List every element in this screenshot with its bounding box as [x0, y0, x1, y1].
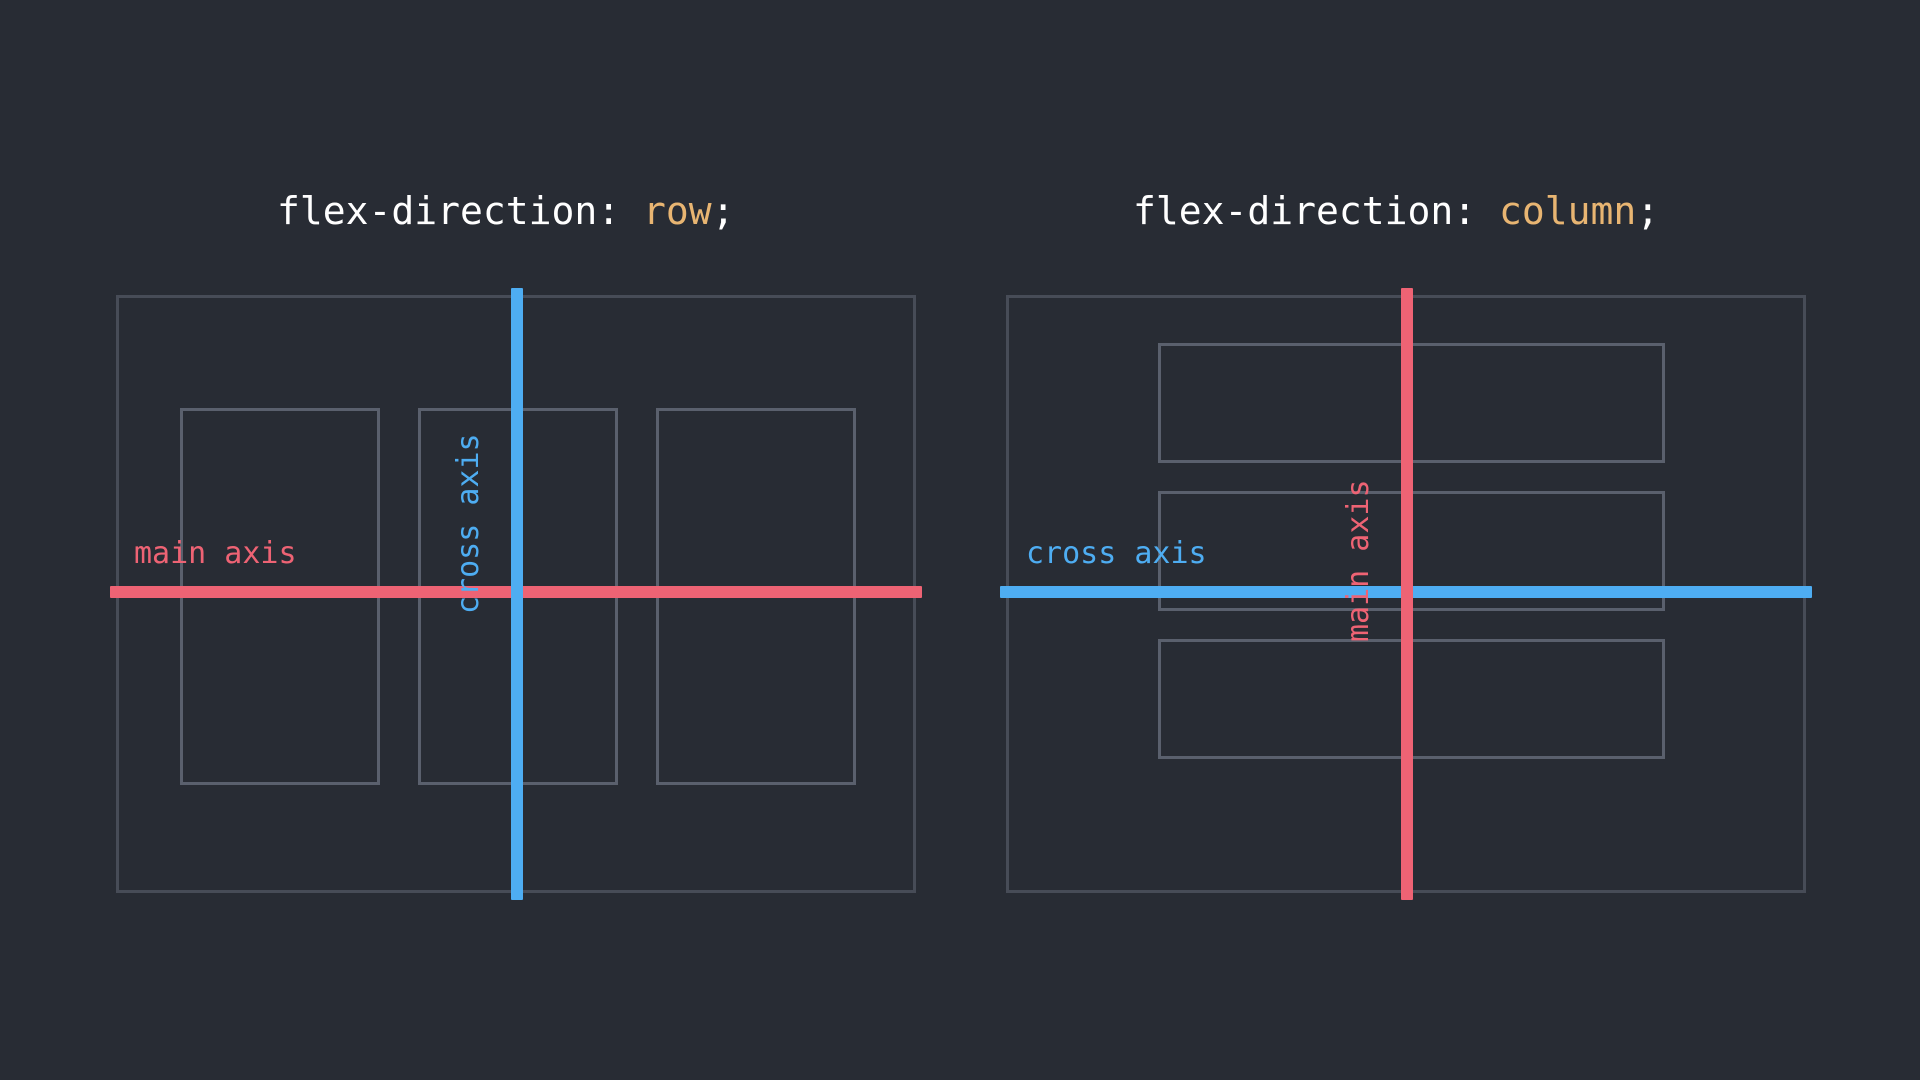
main-axis-label-column: main axis	[1341, 479, 1376, 642]
title-flex-direction-row: flex-direction: row;	[277, 188, 735, 234]
title-row-value: row	[643, 189, 712, 233]
title-column-value: column	[1499, 189, 1637, 233]
title-column-terminator: ;	[1636, 189, 1660, 233]
cross-axis-line-row	[511, 288, 523, 900]
main-axis-line-column	[1401, 288, 1413, 900]
cross-axis-label-column: cross axis	[1026, 536, 1207, 571]
title-row-terminator: ;	[711, 189, 735, 233]
main-axis-label-row: main axis	[134, 536, 297, 571]
title-column-property: flex-direction:	[1133, 189, 1500, 233]
cross-axis-label-row: cross axis	[451, 433, 486, 614]
title-row-property: flex-direction:	[277, 189, 644, 233]
title-flex-direction-column: flex-direction: column;	[1133, 188, 1659, 234]
